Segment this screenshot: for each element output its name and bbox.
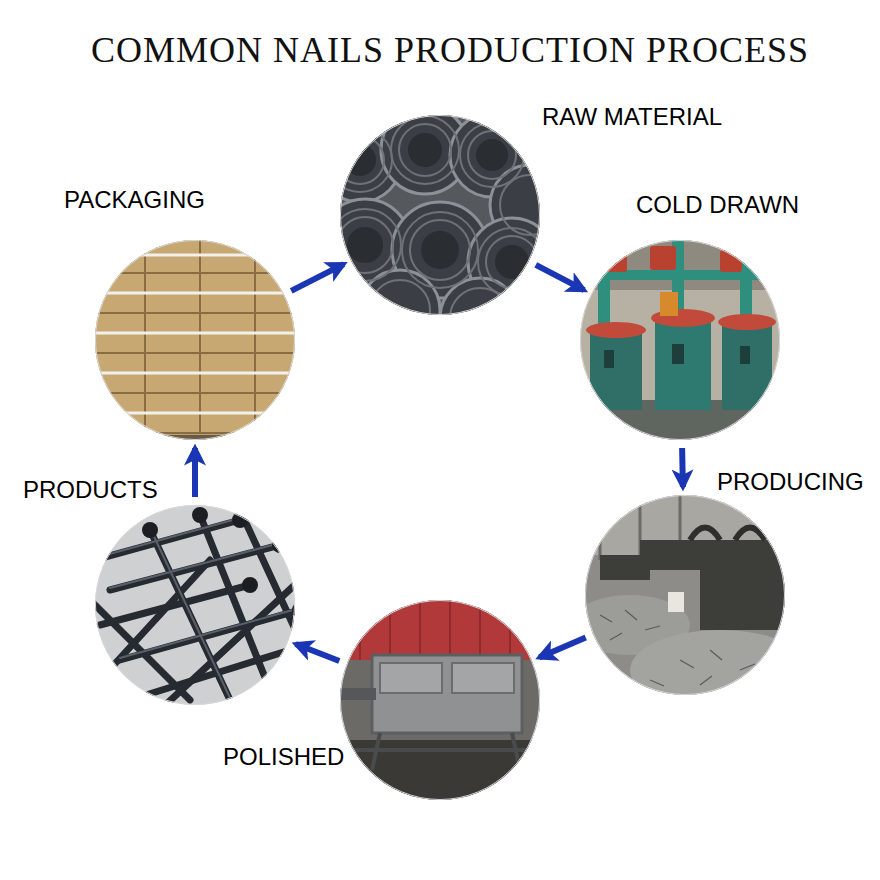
circle-border — [586, 496, 785, 695]
flow-arrow — [192, 448, 198, 497]
flow-arrow — [539, 638, 585, 658]
circle-border — [341, 601, 540, 800]
nails-photo — [85, 495, 308, 718]
flow-arrow — [296, 644, 340, 661]
process-circle: RAW MATERIAL — [340, 115, 540, 315]
circle-border — [96, 506, 295, 705]
cartons-photo — [85, 230, 310, 450]
circle-border — [96, 241, 295, 440]
diagram-title: COMMON NAILS PRODUCTION PROCESS — [91, 29, 809, 71]
circle-outline — [340, 600, 540, 800]
drawing-machines-photo — [570, 230, 790, 450]
circle-outline — [340, 115, 540, 315]
flow-arrow — [536, 265, 584, 290]
circle-border — [581, 241, 780, 440]
circle-outline — [580, 240, 780, 440]
flow-arrow — [679, 448, 686, 487]
step-label: PRODUCING — [717, 469, 864, 495]
process-circle: PACKAGING — [95, 240, 295, 440]
step-label: RAW MATERIAL — [542, 104, 722, 130]
process-circle: POLISHED — [340, 600, 540, 800]
flow-arrow — [291, 264, 344, 291]
step-label: PACKAGING — [64, 187, 205, 213]
process-circle: PRODUCING — [585, 495, 785, 695]
process-circle: COLD DRAWN — [580, 240, 780, 440]
process-circle: PRODUCTS — [95, 505, 295, 705]
step-label: POLISHED — [223, 744, 344, 770]
nail-machines-photo — [570, 485, 810, 710]
circle-outline — [585, 495, 785, 695]
polishing-drum-photo — [330, 590, 550, 810]
step-label: COLD DRAWN — [636, 192, 799, 218]
circle-outline — [95, 240, 295, 440]
step-label: PRODUCTS — [23, 477, 158, 503]
wire-coils-photo — [318, 105, 570, 358]
circle-outline — [95, 505, 295, 705]
circle-border — [341, 116, 540, 315]
